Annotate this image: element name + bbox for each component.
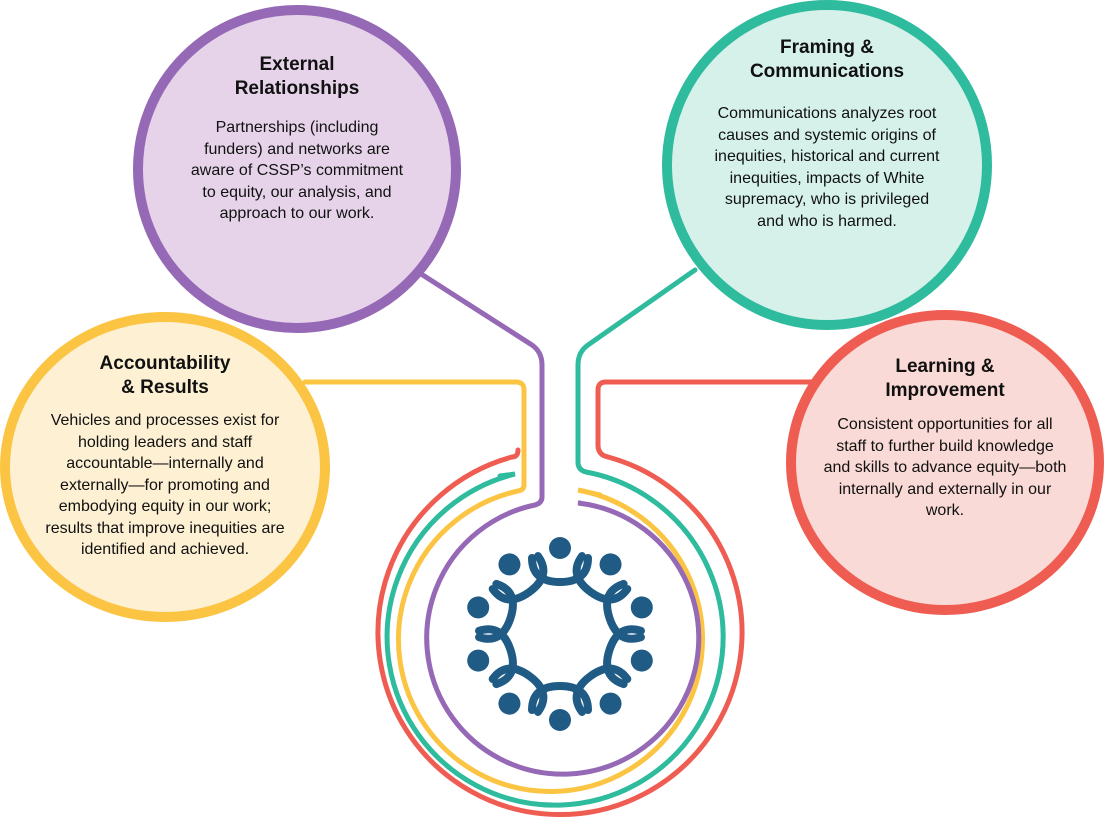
accountability-results-bubble: Accountability & Results Vehicles and pr… [0, 312, 330, 622]
yellow-connector [302, 379, 705, 794]
learning-improvement-title: Learning & Improvement [885, 355, 1004, 403]
framing-communications-body: Communications analyzes root causes and … [714, 105, 940, 230]
external-relationships-body: Partnerships (including funders) and net… [190, 119, 404, 222]
learning-improvement-bubble: Learning & Improvement Consistent opport… [786, 310, 1104, 615]
framing-title-line1: Framing & [780, 37, 874, 58]
accountability-title-line2: & Results [121, 377, 209, 398]
framing-communications-title: Framing & Communications [750, 36, 904, 84]
external-relationships-bubble: External Relationships Partnerships (inc… [133, 5, 461, 333]
external-title-line2: Relationships [234, 78, 360, 99]
teal-connector [384, 267, 726, 808]
framing-communications-bubble: Framing & Communications Communications … [662, 0, 992, 330]
purple-connector [415, 269, 702, 777]
external-relationships-title: External Relationships [235, 53, 360, 101]
people-circle-icon [459, 537, 661, 731]
framing-title-line2: Communications [749, 61, 905, 82]
red-connector [375, 379, 823, 818]
accountability-title-line1: Accountability [99, 353, 231, 374]
learning-title-line1: Learning & [895, 356, 995, 377]
external-title-line1: External [259, 54, 335, 75]
accountability-results-title: Accountability & Results [100, 352, 231, 400]
learning-title-line2: Improvement [885, 380, 1005, 401]
person-figure-icon [528, 537, 592, 587]
learning-improvement-body: Consistent opportunities for all staff t… [823, 416, 1067, 519]
accountability-results-body: Vehicles and processes exist for holding… [45, 412, 285, 558]
